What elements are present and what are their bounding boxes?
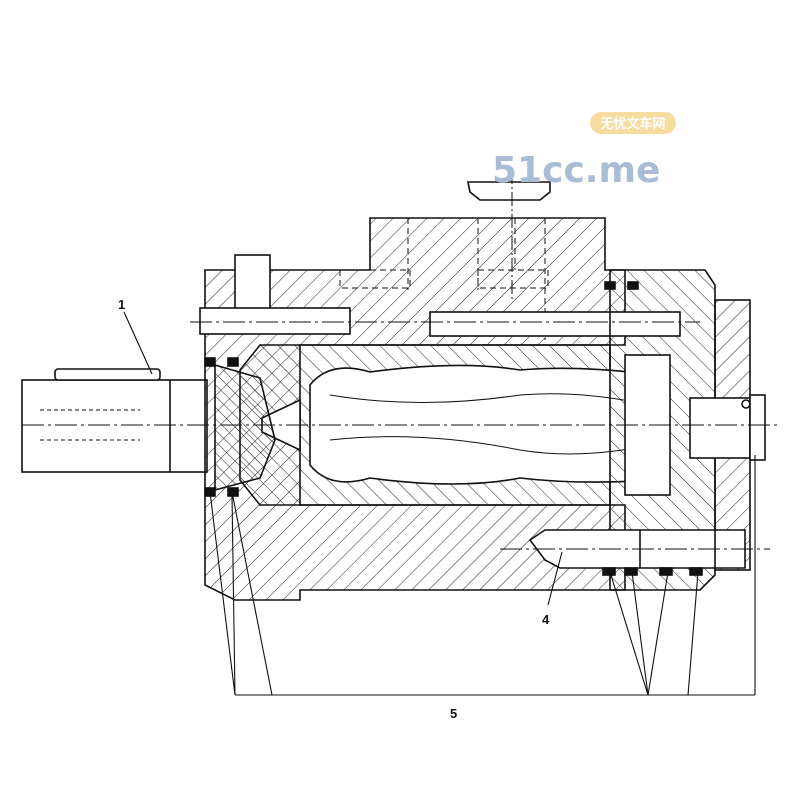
leader-1 [123,311,153,375]
drive-shaft [21,379,208,473]
top-cap [467,181,551,201]
end-plug [689,397,751,459]
watermark-logo: 无忧文车网 51cc.me [492,112,676,191]
watermark-badge: 无忧文车网 [599,116,665,132]
watermark-site: 51cc.me [492,150,660,191]
top-bolt [429,311,681,337]
callout-1: 1 [118,297,125,312]
shaft-key [54,368,161,381]
callout-4: 4 [542,612,550,627]
leader-5 [209,455,756,696]
callout-5: 5 [450,706,457,721]
leader-4 [547,551,563,606]
drain-fitting [234,254,271,316]
